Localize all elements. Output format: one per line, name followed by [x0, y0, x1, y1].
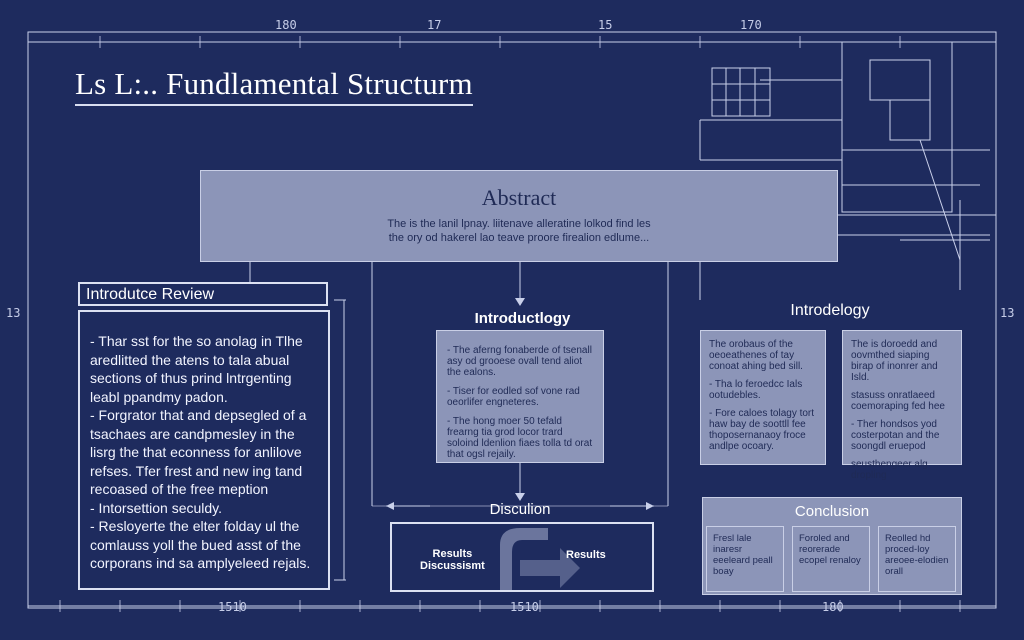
right-heading: Introdelogy	[790, 302, 870, 319]
right-box-2-para: - Ther hondsos yod costerpotan and the s…	[851, 419, 940, 452]
right-box-2: The is doroedd and oovmthed siaping bira…	[842, 330, 962, 481]
review-line: comlauss yoll the bued asst of the	[90, 536, 301, 553]
ruler-label-left: 13	[6, 306, 21, 320]
ruler-label-top-2: 17	[427, 18, 442, 32]
review-line: sections of thus prind lntrgenting	[90, 370, 292, 386]
abstract-line-1: The is the lanil lpnay. liitenave allera…	[387, 218, 651, 230]
ruler-label-top-3: 15	[598, 18, 613, 32]
results-right-label: Results	[566, 549, 606, 561]
abstract-box: Abstract The is the lanil lpnay. liitena…	[200, 170, 838, 262]
review-line: - Thar sst for the so anolag in Tlhe	[90, 333, 303, 349]
review-line: aredlitted the atens to tala abual	[90, 351, 290, 368]
review-line: - Intorsettion seculdy.	[90, 499, 223, 516]
results-box	[390, 522, 654, 592]
review-line: corporans ind sa amplyeleed rejals.	[90, 555, 311, 571]
conclusion-cell-1: Fresl lale inaresr eeeleard peall boay	[706, 526, 784, 592]
review-line: recoased of the free meption	[90, 481, 269, 497]
middle-para: - The aferng fonaberde of tsenall asy od…	[447, 345, 592, 378]
ruler-label-top-4: 170	[740, 18, 762, 32]
conclusion-box: Conclusion	[702, 497, 962, 595]
abstract-line-2: the ory od hakerel lao teave proore fire…	[388, 232, 650, 244]
review-line: tsachaes are candpmesley in the	[90, 425, 295, 442]
review-title: Introdutce Review	[78, 282, 328, 306]
middle-box: - The aferng fonaberde of tsenall asy od…	[436, 330, 604, 463]
right-box-1-para: The orobaus of the oeoeathenes of tay co…	[709, 339, 803, 372]
right-box-1: The orobaus of the oeoeathenes of tay co…	[700, 330, 826, 465]
right-box-1-para: - Tha lo feroedcc Ials ootudebles.	[709, 379, 803, 401]
review-line: - Forgrator that and depsegled of a	[90, 407, 307, 423]
review-line: leabl ppandmy padon.	[90, 388, 228, 405]
middle-heading: Introductlogy	[474, 310, 571, 327]
discussion-heading: Disculion	[489, 501, 551, 518]
conclusion-cell-2: Foroled and reorerade ecopel renaloy	[792, 526, 870, 592]
abstract-heading: Abstract	[481, 185, 557, 210]
results-left-label: Results Discussismt	[420, 548, 485, 572]
right-box-1-para: - Fore caloes tolagy tort haw bay de soo…	[709, 408, 815, 452]
review-line: - Resloyerte the elter folday ul the	[90, 518, 300, 534]
review-line: lisrg the that econness for anlilove	[90, 444, 302, 460]
review-box: - Thar sst for the so anolag in Tlhe are…	[78, 310, 330, 590]
middle-para: - Tiser for eodled sof vone rad oeorlife…	[447, 386, 580, 408]
ruler-label-top-1: 180	[275, 18, 297, 32]
right-box-2-para: The is doroedd and oovmthed siaping bira…	[851, 339, 938, 383]
ruler-label-right: 13	[1000, 306, 1015, 320]
right-box-2-para: seusthengeer alg dropling	[851, 459, 928, 481]
conclusion-cell-3: Reolled hd proced-loy areoee-elodien ora…	[878, 526, 956, 592]
page-title: Ls L:.. Fundlamental Structurm	[75, 66, 473, 106]
conclusion-heading: Conclusion	[794, 503, 870, 520]
review-line: refses. Tfer frest and new ing tand	[90, 462, 303, 479]
right-box-2-para: stasuss onratlaeed coemoraping fed hee	[851, 390, 945, 412]
ruler-label-bottom-3: 180	[822, 600, 844, 614]
middle-para: - The hong moer 50 tefald frearng tia gr…	[447, 416, 593, 460]
ruler-label-bottom-1: 1510	[218, 600, 247, 614]
ruler-label-bottom-2: 1510	[510, 600, 539, 614]
outer-frame	[27, 31, 997, 609]
